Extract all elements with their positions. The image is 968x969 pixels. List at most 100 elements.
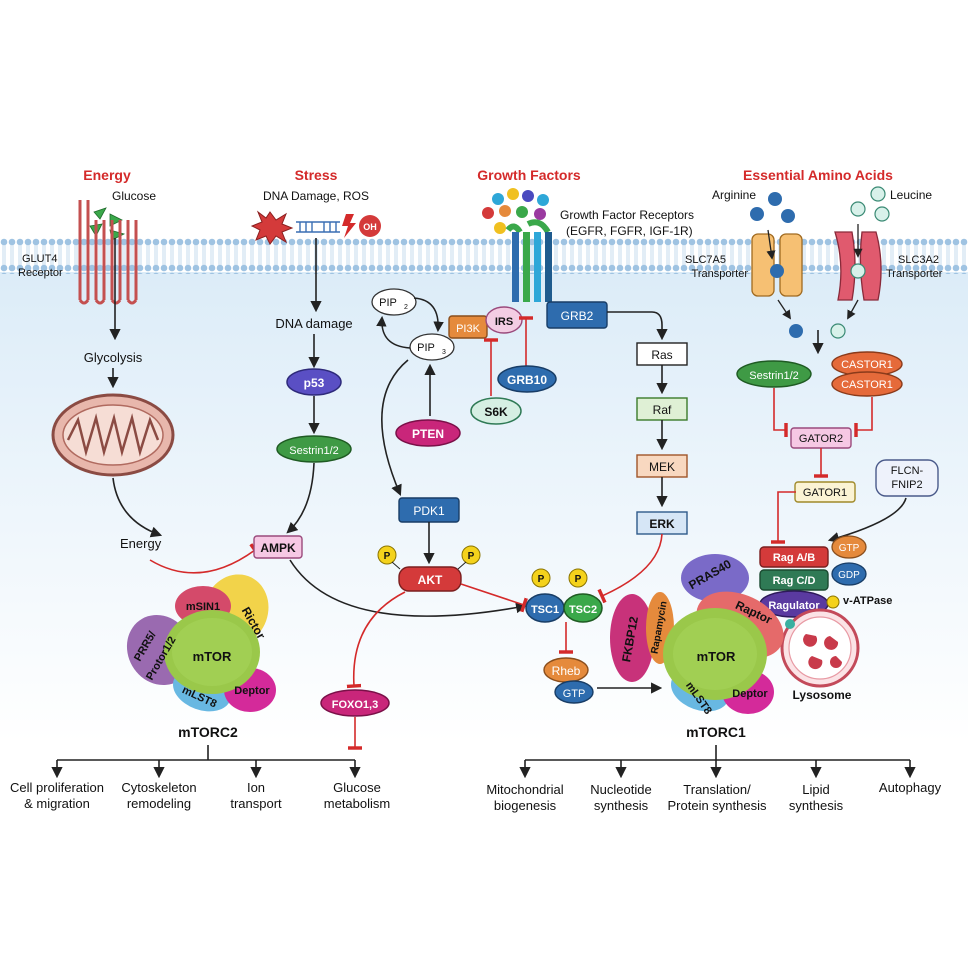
output-translation-2: Protein synthesis [668, 798, 767, 813]
pip2-node [371, 288, 417, 316]
deptor-2-label: Deptor [234, 685, 270, 697]
header-amino-acids: Essential Amino Acids [743, 167, 893, 183]
rheb-gtp-node [554, 680, 594, 704]
arginine-label: Arginine [712, 188, 756, 202]
flcn-fnip2-node [875, 459, 939, 497]
tsc1-label: TSC1 [531, 604, 559, 616]
arginine-molecules [750, 192, 795, 223]
akt-phospho-left-label: P [384, 551, 391, 562]
pi3k-node [448, 315, 488, 339]
mtorc1-complex [610, 554, 784, 714]
akt-phospho-right-label: P [468, 551, 475, 562]
akt-node [398, 566, 462, 592]
tsc1-phospho [531, 568, 551, 588]
rheb-label: Rheb [552, 664, 581, 678]
mtorc2-output-tree [51, 745, 361, 779]
leucine-molecules [850, 186, 890, 222]
dna-damage-ros-label: DNA Damage, ROS [263, 189, 369, 203]
flcn-label: FLCN- [891, 465, 924, 477]
grb2-node [546, 301, 608, 329]
output-cytoskeleton: Cytoskeleton [121, 780, 196, 795]
growth-factor-receptor-icon [505, 219, 552, 302]
vatpase-label: v-ATPase [843, 595, 892, 607]
akt-label: AKT [418, 573, 443, 587]
leucine-label: Leucine [890, 188, 932, 202]
grb2-label: GRB2 [561, 309, 594, 323]
header-stress: Stress [295, 167, 338, 183]
slc3a2-transporter-icon [834, 231, 882, 301]
growth-factor-ligands [482, 188, 549, 234]
s6k-node [470, 397, 522, 425]
header-growth-factors: Growth Factors [477, 167, 581, 183]
fnip2-label: FNIP2 [891, 479, 922, 491]
akt-phospho-left [377, 545, 397, 565]
output-cytoskeleton-2: remodeling [127, 796, 191, 811]
mtorc1-output-tree [519, 745, 916, 779]
mek-label: MEK [649, 460, 675, 474]
output-nucleotide: Nucleotide [590, 782, 651, 797]
vatpase-icon [826, 595, 840, 609]
output-mitochondrial: Mitochondrial [486, 782, 563, 797]
castor1-label-a: CASTOR1 [841, 359, 893, 371]
leucine-intracellular [830, 323, 846, 339]
erk-label: ERK [649, 517, 675, 531]
ampk-node [253, 535, 303, 559]
mtorc1-label: mTORC1 [686, 724, 746, 740]
tsc2-phospho [568, 568, 588, 588]
gator2-label: GATOR2 [799, 433, 843, 445]
rag-gtp-label: GTP [839, 543, 860, 554]
tsc2-phospho-label: P [575, 574, 582, 585]
grb10-node [497, 365, 557, 393]
lightning-icon [342, 214, 356, 238]
hydroxyl-radical-icon [359, 215, 381, 237]
output-cell-proliferation-2: & migration [24, 796, 90, 811]
pten-node [395, 419, 461, 447]
slc7a5-transporter-icon [751, 233, 803, 297]
output-translation: Translation/ [683, 782, 751, 797]
rag-gdp-node [831, 562, 867, 586]
tsc2-node [563, 593, 603, 623]
rag-gtp-node [831, 535, 867, 559]
glucose-label: Glucose [112, 189, 156, 203]
output-nucleotide-2: synthesis [594, 798, 649, 813]
oh-label: OH [363, 222, 377, 232]
gator1-label: GATOR1 [803, 487, 847, 499]
stress-burst-icon [250, 210, 294, 245]
castor1-label-b: CASTOR1 [841, 379, 893, 391]
slc3a2-transporter-label: Transporter [886, 268, 943, 280]
slc7a5-label: SLC7A5 [685, 254, 726, 266]
pip3-subscript: 3 [442, 349, 446, 356]
pip2-subscript: 2 [404, 304, 408, 311]
rheb-gtp-label: GTP [563, 688, 586, 700]
slc3a2-label: SLC3A2 [898, 254, 939, 266]
output-mitochondrial-2: biogenesis [494, 798, 557, 813]
output-glucose-metabolism: Glucose [333, 780, 381, 795]
pdk1-label: PDK1 [413, 504, 445, 518]
foxo-node [320, 689, 390, 717]
sestrin-stress-label: Sestrin1/2 [289, 445, 339, 457]
raf-label: Raf [653, 403, 672, 417]
pip3-label: PIP [417, 342, 435, 354]
glut4-receptor-label: Receptor [18, 267, 63, 279]
dna-damage-label: DNA damage [275, 316, 352, 331]
ragulator-label: Ragulator [768, 600, 820, 612]
mtorc2-complex [126, 574, 276, 712]
mtor2-label: mTOR [193, 649, 232, 664]
gfr-label: Growth Factor Receptors [560, 208, 694, 222]
rag-ab-label: Rag A/B [773, 552, 815, 564]
mtor1-label: mTOR [697, 649, 736, 664]
output-cell-proliferation: Cell proliferation [10, 780, 104, 795]
output-autophagy: Autophagy [879, 780, 942, 795]
pip3-node [409, 333, 455, 361]
glycolysis-label: Glycolysis [84, 350, 143, 365]
rag-cd-node [759, 569, 829, 591]
lysosome-icon [780, 608, 860, 688]
output-ion-transport-2: transport [230, 796, 282, 811]
msin1-label: mSIN1 [186, 601, 220, 613]
rag-ab-node [759, 546, 829, 568]
pip2-label: PIP [379, 297, 397, 309]
deptor-1-label: Deptor [732, 688, 768, 700]
akt-phospho-right [461, 545, 481, 565]
tsc1-phospho-label: P [538, 574, 545, 585]
